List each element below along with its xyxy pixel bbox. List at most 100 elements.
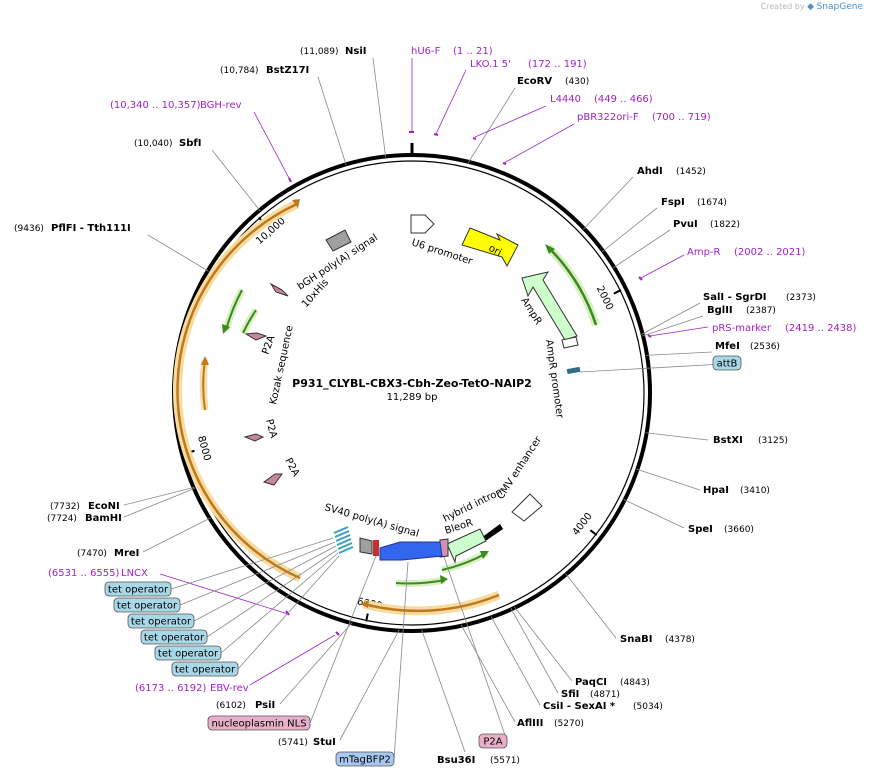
orf-green-2-arrowhead (480, 551, 489, 559)
primer-prs-marker[interactable]: pRS-marker (712, 323, 772, 334)
primer-l4440[interactable]: L4440 (550, 94, 581, 105)
u6-promoter-arrow (410, 214, 435, 234)
feature-label-text: tet operator (131, 617, 192, 628)
primer-lko1-pos: (172 .. 191) (528, 59, 587, 70)
feature-label-text: attB (717, 359, 738, 370)
feature-label-box[interactable] (104, 581, 172, 597)
cut-site-leader (645, 432, 709, 441)
primer-bgh-rev[interactable]: BGH-rev (200, 100, 242, 111)
cut-site-leader (421, 629, 466, 753)
site-sbfi[interactable]: SbfI (179, 138, 201, 149)
mtagbfp2-arrow (379, 541, 443, 561)
scale-tick-label: 8000 (195, 435, 212, 462)
primer-bgh-rev-pos: (10,340 .. 10,357) (110, 100, 201, 111)
site-bglii-pos: (2387) (746, 306, 776, 316)
site-ecorv[interactable]: EcoRV (517, 76, 552, 87)
site-mfei[interactable]: MfeI (715, 341, 740, 352)
feature-label-box[interactable] (140, 629, 208, 645)
site-ahdi[interactable]: AhdI (637, 166, 663, 177)
site-pflfi-pos: (9436) (14, 224, 44, 234)
leader-layer (123, 57, 713, 753)
feature-label-box[interactable] (712, 355, 742, 371)
sv40-polya-box (359, 537, 373, 555)
feature-label-text: mTagBFP2 (339, 755, 391, 766)
feature-leader (443, 556, 508, 742)
site-sbfi-pos: (10,040) (134, 139, 173, 149)
primer-lncx[interactable]: LNCX (121, 568, 148, 579)
primer-amp-r[interactable]: Amp-R (687, 247, 721, 258)
primer-lko1[interactable]: LKO.1 5' (470, 59, 511, 70)
primer-ebv-rev[interactable]: EBV-rev (210, 683, 249, 694)
site-bstz17i[interactable]: BstZ17I (266, 65, 309, 76)
site-afliii[interactable]: AflIII (517, 718, 543, 729)
feature-label-text: P2A (483, 737, 502, 748)
primer-binding-mark (502, 162, 507, 165)
site-bsu36i-pos: (5571) (490, 756, 520, 766)
primer-hu6-f[interactable]: hU6-F (411, 46, 441, 57)
site-bstxi-pos: (3125) (758, 436, 788, 446)
site-bstxi[interactable]: BstXI (713, 435, 743, 446)
label-hybrid-intron: hybrid intron (441, 487, 504, 525)
primer-binding-mark (647, 334, 652, 338)
primer-pbr322ori-f[interactable]: pBR322ori-F (577, 112, 639, 123)
cmv-enhancer-box (511, 493, 543, 522)
site-bsu36i[interactable]: Bsu36I (437, 755, 475, 766)
site-pvui[interactable]: PvuI (673, 219, 698, 230)
feature-leader (170, 537, 334, 590)
site-mrei[interactable]: MreI (114, 548, 139, 559)
scale-tick-label: 4000 (571, 511, 595, 538)
site-stui[interactable]: StuI (313, 737, 336, 748)
primer-leader (640, 254, 685, 279)
site-bamhi[interactable]: BamHI (85, 513, 122, 524)
cut-site-leader (372, 57, 387, 158)
site-fspi[interactable]: FspI (661, 197, 685, 208)
cut-site-leader (467, 87, 516, 163)
feature-label-text: tet operator (144, 633, 205, 644)
primer-l4440-pos: (449 .. 466) (594, 94, 653, 105)
cut-site-leader (460, 624, 516, 723)
label-ampr: AmpR (518, 296, 543, 327)
site-sfii[interactable]: SfiI (561, 689, 579, 700)
label-p2a-2: P2A (263, 418, 279, 440)
site-pflfi-tth111i[interactable]: PflFI - Tth111I (51, 223, 131, 234)
site-paqci[interactable]: PaqCI (575, 677, 607, 688)
naip2-orf-arc (176, 202, 301, 580)
primer-leader (159, 573, 289, 615)
primer-leader (253, 111, 291, 181)
site-snabi[interactable]: SnaBI (620, 634, 652, 645)
cut-site-leader (510, 608, 559, 694)
site-ecorv-pos: (430) (565, 77, 589, 87)
feature-label-box[interactable] (127, 613, 195, 629)
ampr-orf-arc (547, 246, 598, 326)
credit-prefix: Created by (760, 2, 805, 11)
cut-site-leader (565, 573, 617, 639)
feature-label-box[interactable] (113, 597, 181, 613)
site-bstz17i-pos: (10,784) (220, 66, 259, 76)
feature-leader (193, 545, 337, 622)
cut-site-leader (601, 207, 658, 252)
p2a-arrow-1 (244, 332, 268, 341)
site-bglii[interactable]: BglII (707, 305, 733, 316)
site-econi[interactable]: EcoNI (88, 501, 120, 512)
site-psii[interactable]: PsiI (255, 700, 275, 711)
feature-label-box[interactable] (207, 715, 311, 731)
primer-leader (435, 69, 467, 135)
primer-binding-mark (335, 631, 340, 636)
feature-label-box[interactable] (335, 751, 395, 767)
feature-label-box[interactable] (154, 645, 222, 661)
cut-site-leader (339, 629, 400, 741)
label-ampr-promoter: AmpR promoter (543, 339, 565, 420)
cut-site-leader (513, 606, 573, 682)
site-spei[interactable]: SpeI (688, 524, 713, 535)
site-sali-pos: (2373) (786, 293, 816, 303)
site-csii-sexai[interactable]: CsiI - SexAI * (543, 701, 616, 712)
cut-site-leader (123, 487, 196, 518)
site-nsii[interactable]: NsiI (345, 46, 366, 57)
site-hpai[interactable]: HpaI (703, 485, 729, 496)
site-sali-sgrdi[interactable]: SalI - SgrDI (703, 292, 767, 303)
cut-site-leader (583, 176, 634, 230)
feature-label-box[interactable] (171, 661, 239, 677)
feature-label-box[interactable] (478, 733, 508, 749)
site-fspi-pos: (1674) (697, 198, 727, 208)
ampr-orf-arrowhead (545, 244, 555, 254)
